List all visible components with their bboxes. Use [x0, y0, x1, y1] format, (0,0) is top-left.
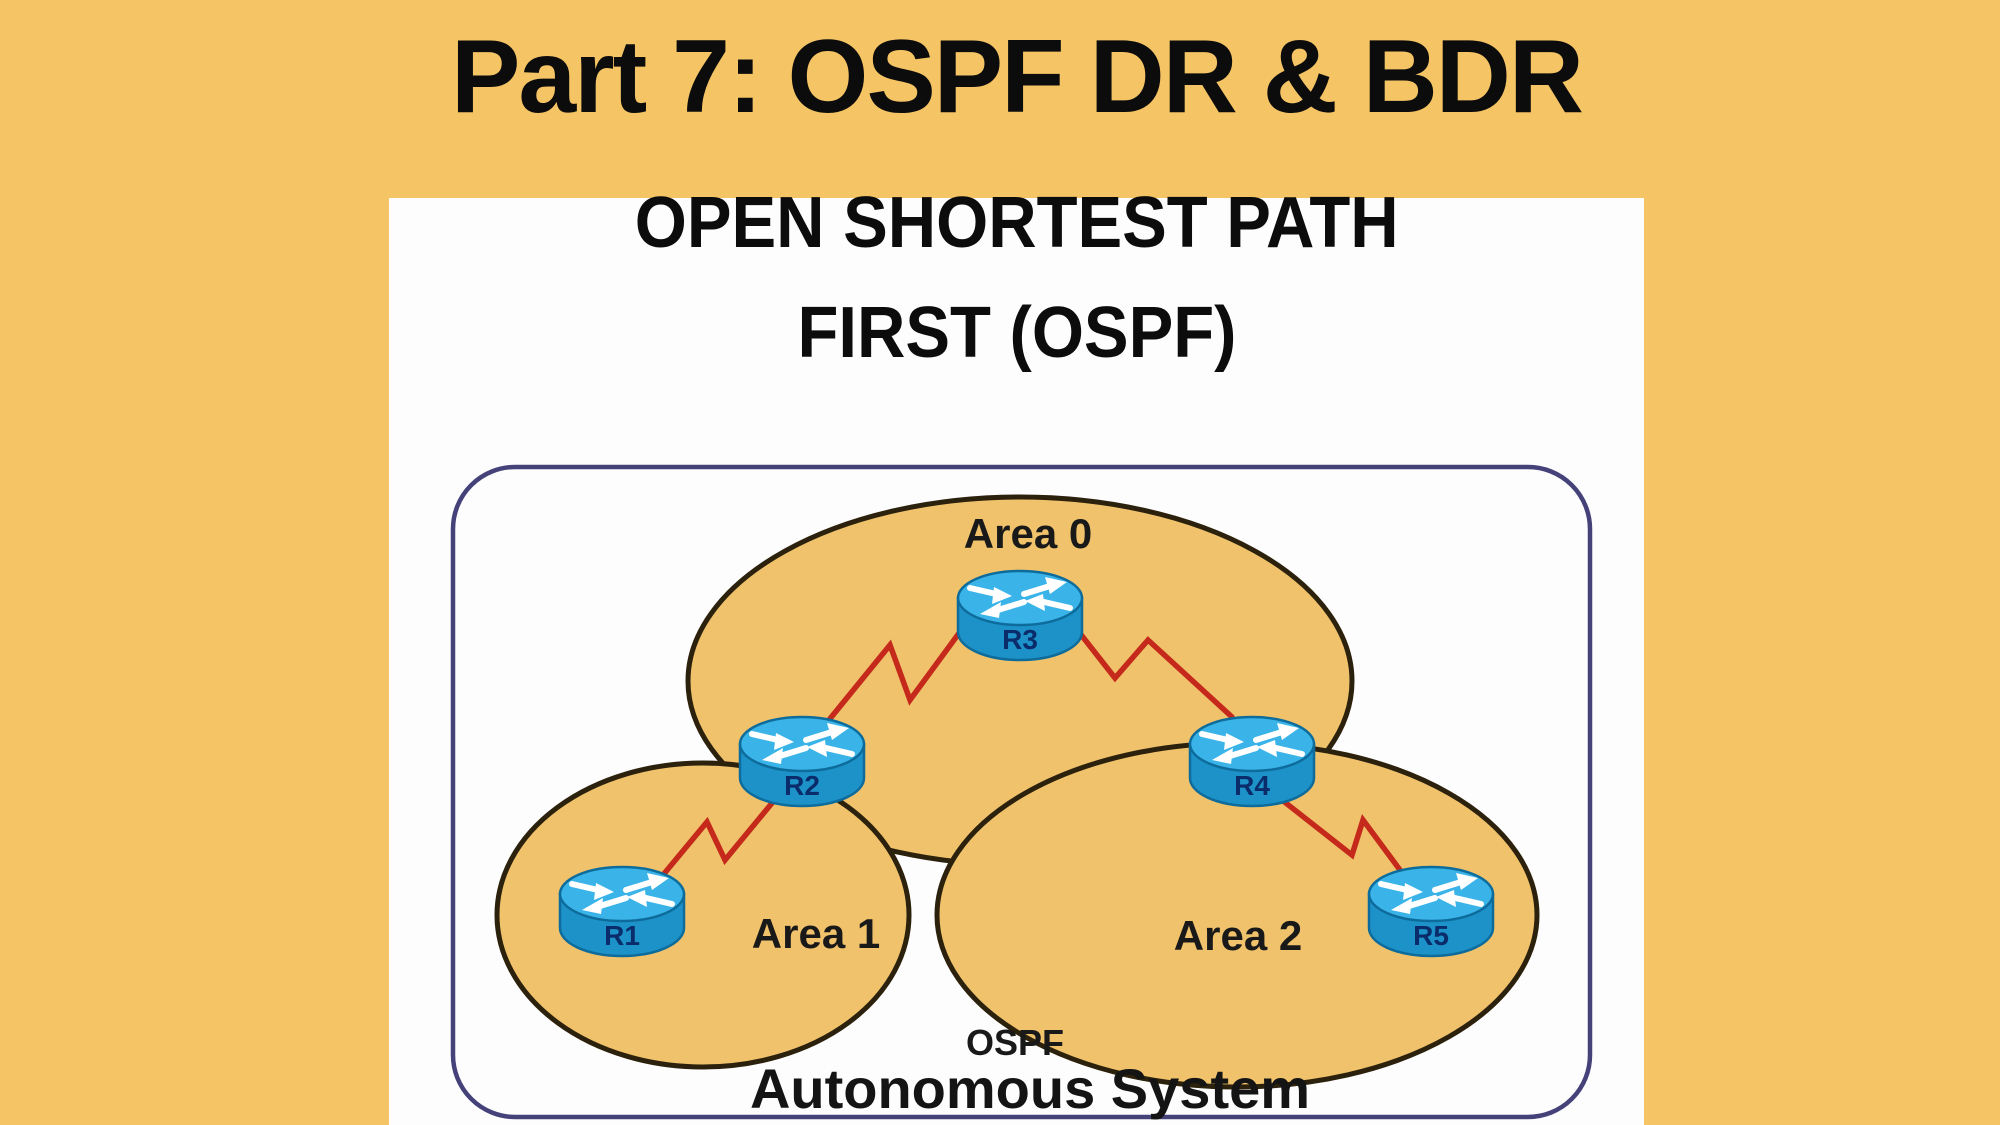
panel-heading-line1: OPEN SHORTEST PATH [634, 183, 1399, 263]
area-1-label: Area 1 [752, 910, 880, 957]
area-0-label: Area 0 [964, 510, 1092, 557]
router-r4-label: R4 [1234, 770, 1270, 801]
ospf-label: OSPF [966, 1022, 1064, 1063]
area-2-label: Area 2 [1174, 912, 1302, 959]
autonomous-system-label: Autonomous System [750, 1057, 1310, 1120]
router-r1-label: R1 [604, 920, 640, 951]
router-r3: R3 [958, 571, 1082, 660]
page-title-text: Part 7: OSPF DR & BDR [450, 19, 1584, 135]
router-r5: R5 [1369, 867, 1493, 956]
router-r2-label: R2 [784, 770, 820, 801]
router-r3-label: R3 [1002, 624, 1038, 655]
panel-heading-line2: FIRST (OSPF) [797, 293, 1236, 373]
page-title: Part 7: OSPF DR & BDR [389, 22, 1644, 132]
link-r2-r3 [817, 622, 968, 734]
router-r1: R1 [560, 867, 684, 956]
router-r4: R4 [1190, 717, 1314, 806]
area-1-ellipse [494, 760, 912, 1070]
link-r4-r5 [1279, 797, 1403, 873]
link-r3-r4 [1072, 624, 1235, 720]
router-r2: R2 [740, 717, 864, 806]
router-r5-label: R5 [1413, 920, 1449, 951]
link-r1-r2 [660, 794, 780, 878]
